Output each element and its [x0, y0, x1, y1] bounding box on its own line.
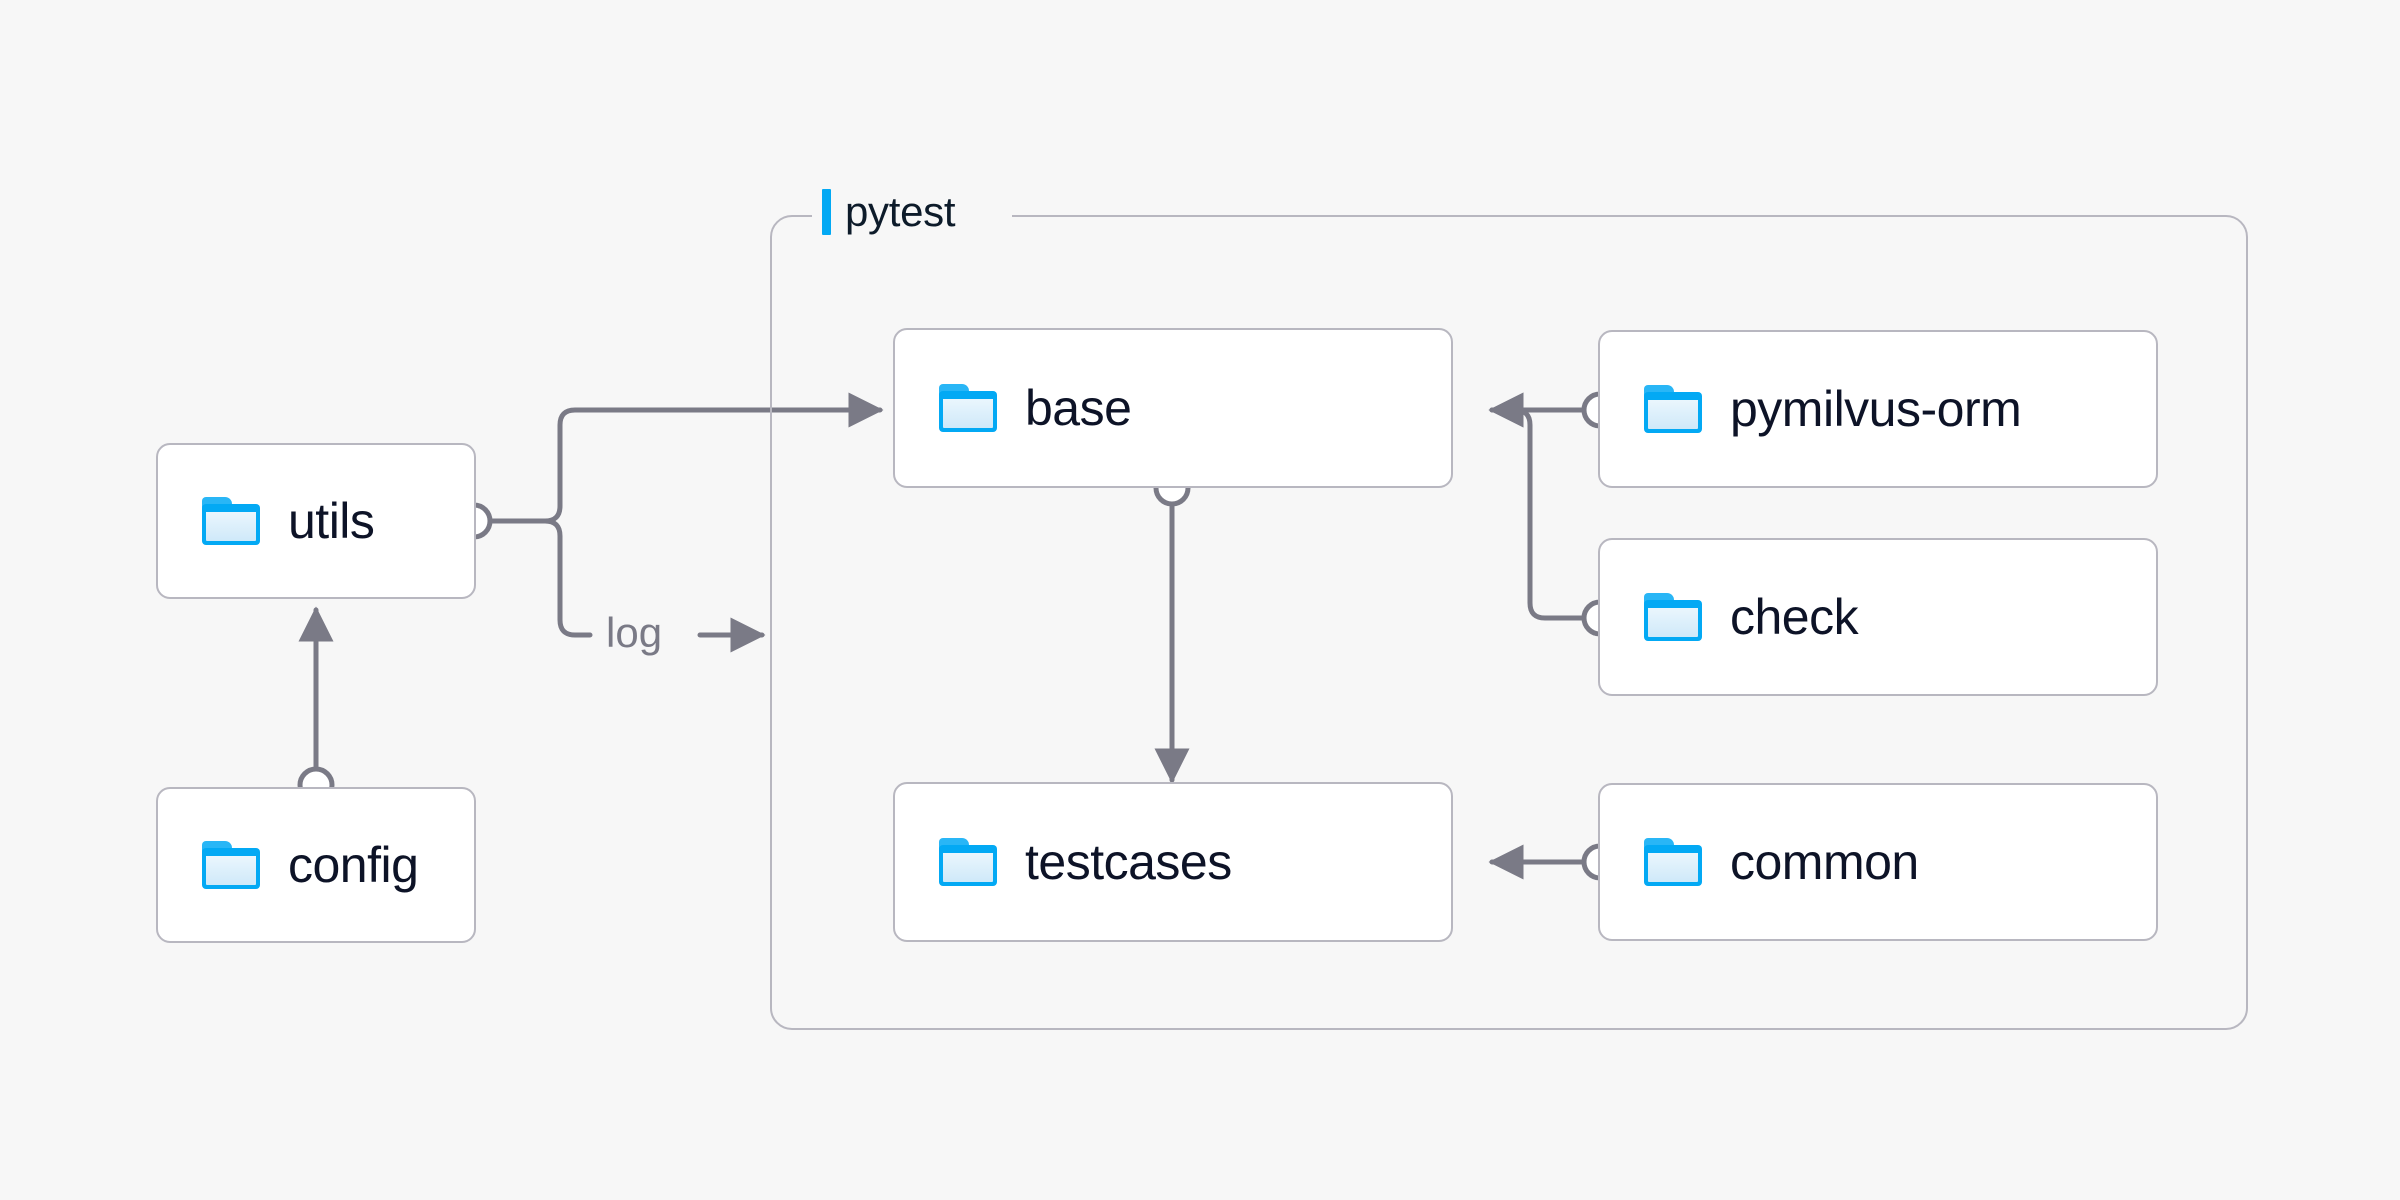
node-testcases[interactable]: testcases — [893, 782, 1453, 942]
node-label-pymilvus-orm: pymilvus-orm — [1730, 381, 2022, 437]
node-base[interactable]: base — [893, 328, 1453, 488]
folder-icon — [1644, 838, 1702, 886]
node-utils[interactable]: utils — [156, 443, 476, 599]
group-pytest[interactable] — [770, 215, 2248, 1030]
node-label-check: check — [1730, 589, 1859, 645]
group-title-label: pytest — [845, 188, 956, 235]
node-label-base: base — [1025, 380, 1132, 436]
folder-icon — [939, 838, 997, 886]
group-accent-bar — [822, 189, 831, 235]
edge-label-log: log — [606, 609, 663, 656]
edge-utils-log-line — [542, 518, 593, 638]
edge-check-to-base — [1488, 392, 1585, 621]
node-pymilvus-orm[interactable]: pymilvus-orm — [1598, 330, 2158, 488]
node-check[interactable]: check — [1598, 538, 2158, 696]
node-label-common: common — [1730, 834, 1919, 890]
node-config[interactable]: config — [156, 787, 476, 943]
group-title-gap — [812, 211, 1012, 219]
node-common[interactable]: common — [1598, 783, 2158, 941]
folder-icon — [939, 384, 997, 432]
folder-icon — [1644, 593, 1702, 641]
edge-utils-to-base — [542, 392, 884, 524]
node-label-testcases: testcases — [1025, 834, 1232, 890]
node-label-utils: utils — [288, 493, 375, 549]
folder-icon — [202, 497, 260, 545]
group-pytest-title: pytest — [822, 188, 956, 235]
node-label-config: config — [288, 837, 419, 893]
folder-icon — [202, 841, 260, 889]
folder-icon — [1644, 385, 1702, 433]
